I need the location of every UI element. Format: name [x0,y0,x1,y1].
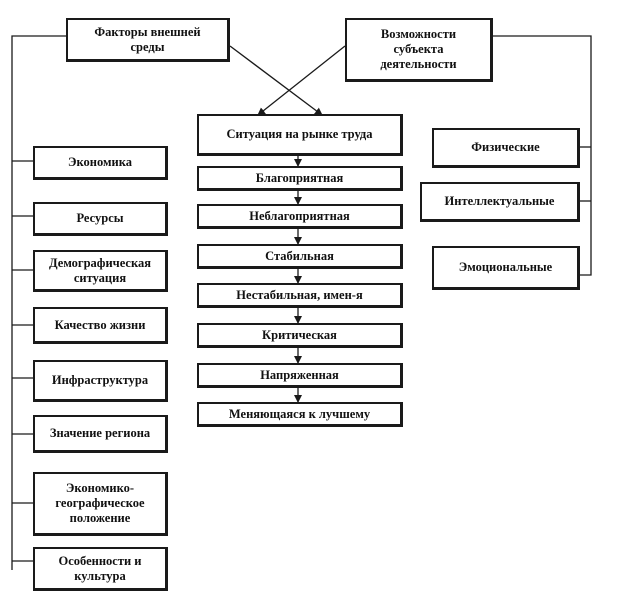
capability-label-physical: Физические [471,140,540,154]
factor-label-quality-of-life: Качество жизни [54,317,146,332]
state-label-critical: Критическая [262,327,337,342]
state-box-stable: Стабильная [197,244,403,269]
cross-arrow-left [229,45,323,116]
factor-label-region-significance: Значение региона [49,426,151,440]
state-box-unstable: Нестабильная, имен-я [197,283,403,308]
factor-label-culture: Особенности и культура [58,553,142,583]
cross-arrow-right [257,45,346,116]
external-factors-box: Факторы внешней среды [66,18,230,62]
factor-label-resources: Ресурсы [76,211,124,225]
factor-box-region-significance: Значение региона [33,415,168,453]
factor-label-geographic-position: Экономико- географическое положение [55,481,145,525]
factor-label-infrastructure: Инфраструктура [51,373,149,387]
left-bus-line [11,35,66,570]
factor-box-culture: Особенности и культура [33,547,168,591]
state-box-tense: Напряженная [197,363,403,388]
state-label-favorable: Благоприятная [255,170,344,185]
state-label-improving: Меняющаяся к лучшему [228,406,371,421]
factor-box-geographic-position: Экономико- географическое положение [33,472,168,536]
factor-label-economy: Экономика [68,155,132,169]
capability-label-emotional: Эмоциональные [458,260,553,274]
capability-box-emotional: Эмоциональные [432,246,580,290]
subject-capabilities-box: Возможности субъекта деятельности [345,18,493,82]
capability-box-intellectual: Интеллектуальные [420,182,580,222]
state-label-tense: Напряженная [260,367,339,382]
state-label-unstable: Нестабильная, имен-я [236,287,363,302]
factor-box-demographics: Демографическая ситуация [33,250,168,292]
capability-box-physical: Физические [432,128,580,168]
factor-box-quality-of-life: Качество жизни [33,307,168,344]
capability-label-intellectual: Интеллектуальные [444,194,555,208]
state-box-improving: Меняющаяся к лучшему [197,402,403,427]
factor-label-demographics: Демографическая ситуация [49,255,151,285]
state-box-unfavorable: Неблагоприятная [197,204,403,229]
state-box-critical: Критическая [197,323,403,348]
state-label-unfavorable: Неблагоприятная [249,208,350,223]
factor-box-economy: Экономика [33,146,168,180]
external-factors-label: Факторы внешней среды [94,24,201,54]
state-box-favorable: Благоприятная [197,166,403,191]
state-label-stable: Стабильная [265,248,334,263]
factor-box-infrastructure: Инфраструктура [33,360,168,402]
labor-market-situation-label: Ситуация на рынке труда [226,127,373,141]
labor-market-situation-box: Ситуация на рынке труда [197,114,403,156]
right-bus-line [490,35,592,276]
factor-box-resources: Ресурсы [33,202,168,236]
subject-capabilities-label: Возможности субъекта деятельности [380,27,457,71]
